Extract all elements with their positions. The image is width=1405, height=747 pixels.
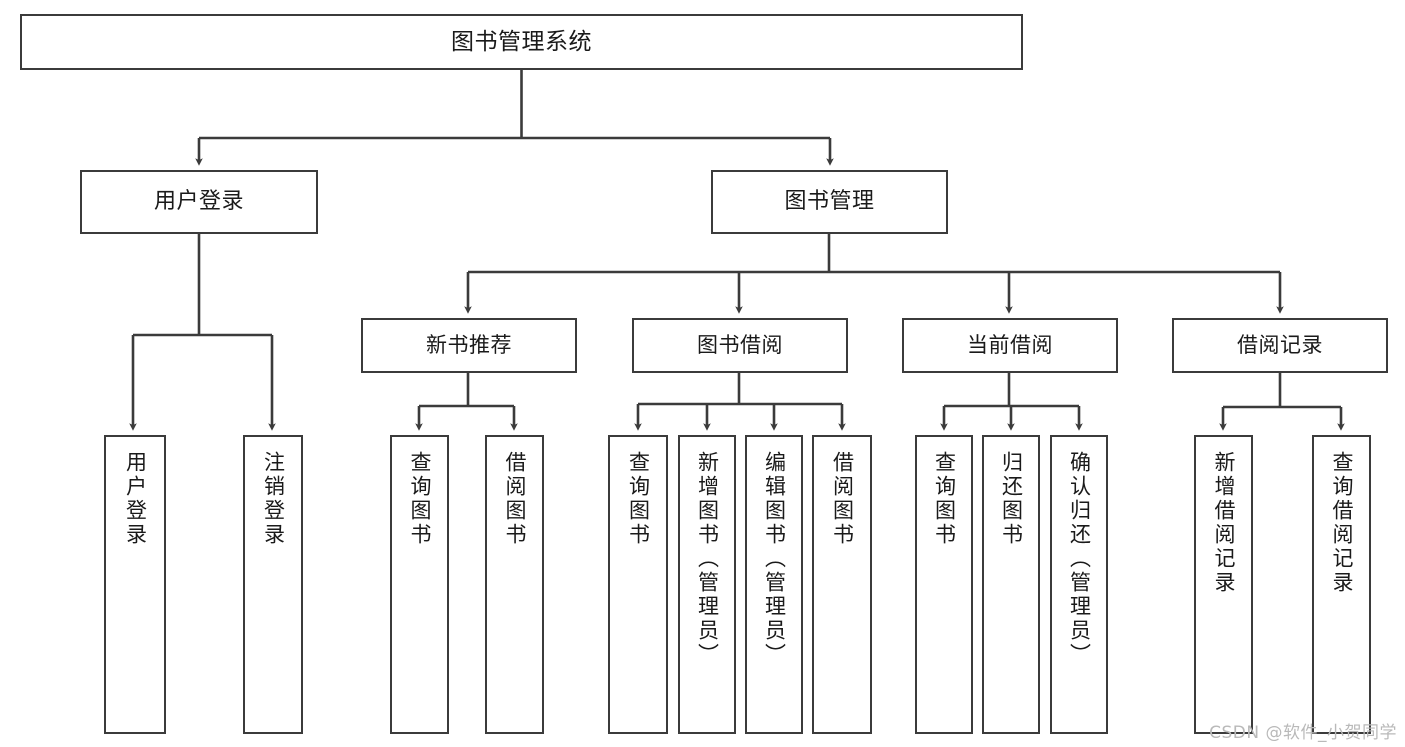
node-leaf-user-login-label: 用户登录	[123, 451, 148, 547]
node-current-borrow-label: 当前借阅	[967, 333, 1053, 358]
node-leaf-borrow-book-1[interactable]: 借阅图书	[485, 435, 544, 734]
node-leaf-query-book-3-label: 查询图书	[932, 451, 957, 547]
node-leaf-edit-book[interactable]: 编辑图书（管理员）	[745, 435, 803, 734]
node-leaf-borrow-book-2[interactable]: 借阅图书	[812, 435, 872, 734]
node-book-borrow[interactable]: 图书借阅	[632, 318, 848, 373]
node-leaf-return-book[interactable]: 归还图书	[982, 435, 1040, 734]
node-leaf-return-book-label: 归还图书	[999, 451, 1024, 547]
node-leaf-logout-label: 注销登录	[261, 451, 286, 547]
node-leaf-add-book[interactable]: 新增图书（管理员）	[678, 435, 736, 734]
node-leaf-confirm-return-label: 确认归还（管理员）	[1067, 451, 1092, 667]
node-leaf-user-login[interactable]: 用户登录	[104, 435, 166, 734]
node-leaf-edit-book-label: 编辑图书（管理员）	[762, 451, 787, 667]
node-user-login-label: 用户登录	[153, 189, 244, 215]
node-leaf-confirm-return[interactable]: 确认归还（管理员）	[1050, 435, 1108, 734]
node-user-login[interactable]: 用户登录	[80, 170, 318, 234]
node-leaf-logout[interactable]: 注销登录	[243, 435, 303, 734]
node-leaf-query-record-label: 查询借阅记录	[1330, 451, 1354, 595]
node-leaf-add-record-label: 新增借阅记录	[1212, 451, 1236, 595]
node-leaf-query-book-2-label: 查询图书	[626, 451, 651, 547]
node-leaf-add-record[interactable]: 新增借阅记录	[1194, 435, 1253, 734]
node-book-manage[interactable]: 图书管理	[711, 170, 948, 234]
node-leaf-query-record[interactable]: 查询借阅记录	[1312, 435, 1371, 734]
node-leaf-add-book-label: 新增图书（管理员）	[695, 451, 720, 667]
node-new-book-recommend-label: 新书推荐	[426, 333, 512, 358]
node-borrow-record-label: 借阅记录	[1237, 333, 1323, 358]
node-new-book-recommend[interactable]: 新书推荐	[361, 318, 577, 373]
node-leaf-query-book-3[interactable]: 查询图书	[915, 435, 973, 734]
node-leaf-query-book-1-label: 查询图书	[408, 451, 432, 547]
node-book-manage-label: 图书管理	[784, 189, 875, 215]
node-leaf-borrow-book-2-label: 借阅图书	[830, 451, 855, 547]
node-leaf-borrow-book-1-label: 借阅图书	[503, 451, 527, 547]
node-book-borrow-label: 图书借阅	[697, 333, 783, 358]
node-root-label: 图书管理系统	[451, 28, 592, 55]
node-root[interactable]: 图书管理系统	[20, 14, 1023, 70]
node-leaf-query-book-1[interactable]: 查询图书	[390, 435, 449, 734]
node-borrow-record[interactable]: 借阅记录	[1172, 318, 1388, 373]
node-current-borrow[interactable]: 当前借阅	[902, 318, 1118, 373]
node-leaf-query-book-2[interactable]: 查询图书	[608, 435, 668, 734]
